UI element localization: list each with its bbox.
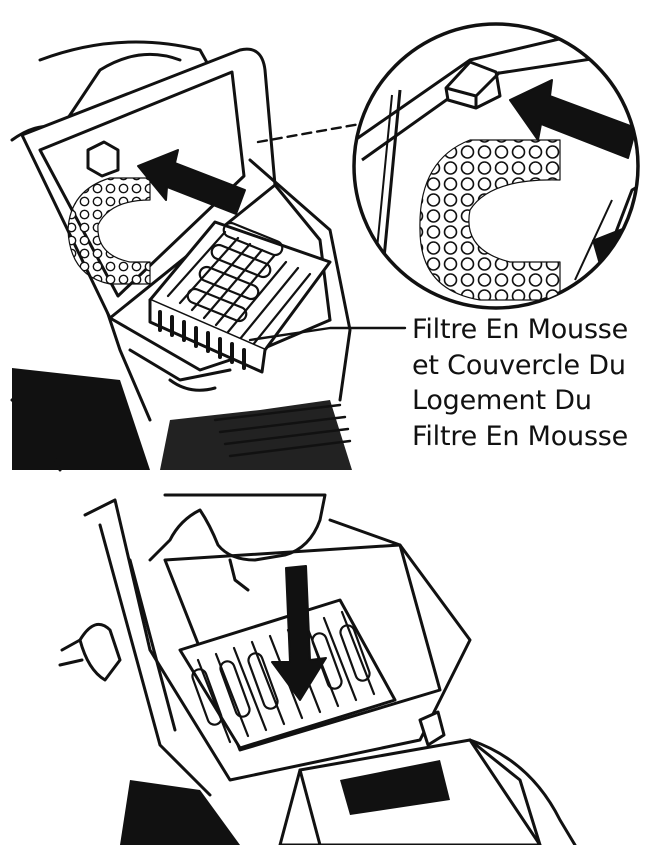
callout-line-1: Filtre En Mousse	[412, 314, 629, 345]
zoom-arrow-left-icon	[509, 79, 637, 159]
callout-line-3: Logement Du	[412, 385, 592, 416]
callout-label: Filtre En Mousse et Couvercle Du Logemen…	[412, 312, 652, 454]
callout-line-4: Filtre En Mousse	[412, 420, 629, 452]
bottom-illustration	[58, 493, 577, 845]
arrow-down-icon	[271, 565, 327, 701]
top-illustration	[10, 40, 407, 472]
arrow-left-icon	[137, 149, 246, 215]
callout-line-2: et Couvercle Du	[412, 349, 626, 381]
zoom-detail	[352, 22, 640, 310]
